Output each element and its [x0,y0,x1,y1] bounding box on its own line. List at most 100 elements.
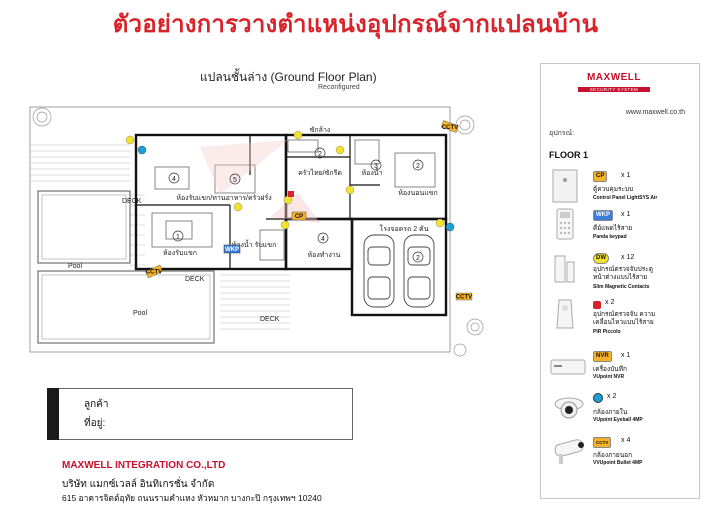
room-number-dining: 4 [172,176,176,183]
nvr-name: เครื่องบันทึก [593,366,627,373]
room-number-bathroom: 3 [374,163,378,170]
bullet-badge: CCTV [593,437,612,448]
pir-name: อุปกรณ์ตรวจจับ ความเคลื่อนไหวแบบไร้สาย [593,311,656,326]
wkp-device-marker [223,244,241,254]
pir-qty: x 2 [605,299,615,306]
equipment-item-bullet: CCTV x 4 กล้องภายนอก VVUpoint Bullet 4MP [549,434,699,476]
cp-device-label: CP [295,214,303,220]
equipment-item-pir: x 2 อุปกรณ์ตรวจจับ ความเคลื่อนไหวแบบไร้ส… [549,298,699,342]
eyeball-desc: VUpoint Eyeball 4MP [593,417,643,423]
cctv-marker-2 [455,292,473,301]
bullet-desc: VVUpoint Bullet 4MP [593,460,643,466]
bullet-qty: x 4 [621,437,631,444]
equipment-item-nvr: NVR x 1 เครื่องบันทึก VUpoint NVR [549,350,699,390]
room-label-restroom: ห้องน้ำ รับแขก [232,238,277,249]
cp-desc: Control Panel LightSYS Air [593,195,658,201]
room-label-wash: ซักล้าง [310,126,331,134]
floor-plan: ห้องรับแขก/ทานอาหาร/ครัวฝรั่ง ห้องรับแขก… [29,106,484,357]
nvr-qty: x 1 [621,352,631,359]
dw-sensor-icon [345,185,355,195]
floor-label: FLOOR 1 [549,150,589,160]
website-link[interactable]: www.maxwell.co.th [625,109,685,116]
room-label-bathroom: ห้องน้ำ [362,166,383,177]
cctv-marker-3 [145,264,164,279]
eyeball-camera-icon [554,397,584,419]
equipment-item-wkp: WKP x 1 คีย์แพดไร้สาย Panda keypad [549,207,699,247]
eyeball-qty: x 2 [607,393,617,400]
plan-subtitle: Reconfigured [318,84,360,91]
pool-label: Pool [68,263,82,270]
cctv-label-1: CCTV [442,125,458,131]
room-number-workroom: 4 [321,236,325,243]
cp-name: ตู้ควบคุมระบบ [593,186,634,193]
eyeball-camera-icon [445,222,455,232]
eyeball-camera-icon [137,145,147,155]
dw-sensor-icon [280,220,290,230]
cp-qty: x 1 [621,172,631,179]
pir-badge [593,301,601,309]
room-number-pantry: 2 [318,151,322,158]
room-label-garage: โรงจอดรถ 2 คัน [379,224,428,233]
wkp-badge: WKP [593,210,613,221]
equipment-item-dw: DW x 12 อุปกรณ์ตรวจจับประตู หน้าต่างแบบไ… [549,250,699,294]
eyeball-badge [593,393,603,403]
equipment-label: อุปกรณ์: [549,130,575,137]
company-name-thai: บริษัท แมกซ์เวลล์ อินทิเกรชั่น จำกัด [62,479,215,490]
equipment-item-eyeball: x 2 กล้องภายใน VUpoint Eyeball 4MP [549,390,699,430]
page-title: ตัวอย่างการวางตำแหน่งอุปกรณ์จากแปลนบ้าน [112,11,599,38]
pool-label-2: Pool [133,310,147,317]
brand-logo: MAXWELL [586,72,642,83]
room-number-bedroom: 2 [416,163,420,170]
plan-title: แปลนชั้นล่าง (Ground Floor Plan) [200,70,377,84]
dw-badge: DW [593,253,609,264]
brand-logo-sub: SECURITY SYSTEM [578,87,650,92]
room-number-garage: 2 [416,255,420,262]
pir-sensor-icon [288,191,294,197]
customer-name-label: ลูกค้า [84,399,109,410]
dw-sensor-icon [283,195,293,205]
keypad-icon [556,208,574,240]
wkp-name: คีย์แพดไร้สาย [593,225,633,232]
room-label-dining: ห้องรับแขก/ทานอาหาร/ครัวฝรั่ง [176,193,271,202]
customer-box [47,388,353,440]
pir-desc: PIR Piccolo [593,329,621,335]
cp-device-marker [291,211,307,221]
deck-label-2: DECK [185,276,205,283]
equipment-item-cp: CP x 1 ตู้ควบคุมระบบ Control Panel Light… [549,168,699,208]
room-label-workroom: ห้องทำงาน [308,251,341,259]
bullet-name: กล้องภายนอก [593,452,633,459]
cctv-label-2: CCTV [456,295,472,301]
dw-sensor-icon [435,218,445,228]
dw-name: อุปกรณ์ตรวจจับประตู หน้าต่างแบบไร้สาย [593,266,653,281]
nvr-icon [550,359,586,375]
dw-sensor-icon [335,145,345,155]
room-number-living: 1 [176,234,180,241]
room-label-living: ห้องรับแขก [163,249,197,257]
bullet-camera-icon [554,439,584,464]
magnetic-contact-icon [554,255,575,283]
pir-sensor-icon [556,299,574,329]
customer-box-accent [47,388,59,440]
nvr-badge: NVR [593,351,612,362]
room-number-kitchen: 5 [233,177,237,184]
company-address: 615 อาคารจิตต์อุทัย ถนนรามคำแหง หัวหมาก … [62,493,322,503]
dw-sensor-icon [293,130,303,140]
cctv-label-3: CCTV [146,270,162,276]
dw-sensor-icon [125,135,135,145]
deck-label: DECK [122,198,142,205]
dw-sensor-icon [233,202,243,212]
wkp-qty: x 1 [621,211,631,218]
dw-qty: x 12 [621,254,635,261]
company-name: MAXWELL INTEGRATION CO.,LTD [62,460,226,471]
dw-desc: Slim Magnetic Contacts [593,284,650,290]
room-label-bedroom: ห้องนอนแขก [398,189,438,197]
control-panel-icon [552,169,578,203]
nvr-desc: VUpoint NVR [593,374,625,380]
wkp-desc: Panda keypad [593,234,627,240]
wkp-device-label: WKP [225,247,239,253]
room-label-pantry: ครัวไทย/ซักรีด [298,168,342,177]
cctv-marker-1 [440,120,459,133]
customer-address-label: ที่อยู่: [84,418,106,429]
deck-label-3: DECK [260,316,280,323]
cp-badge: CP [593,171,608,182]
